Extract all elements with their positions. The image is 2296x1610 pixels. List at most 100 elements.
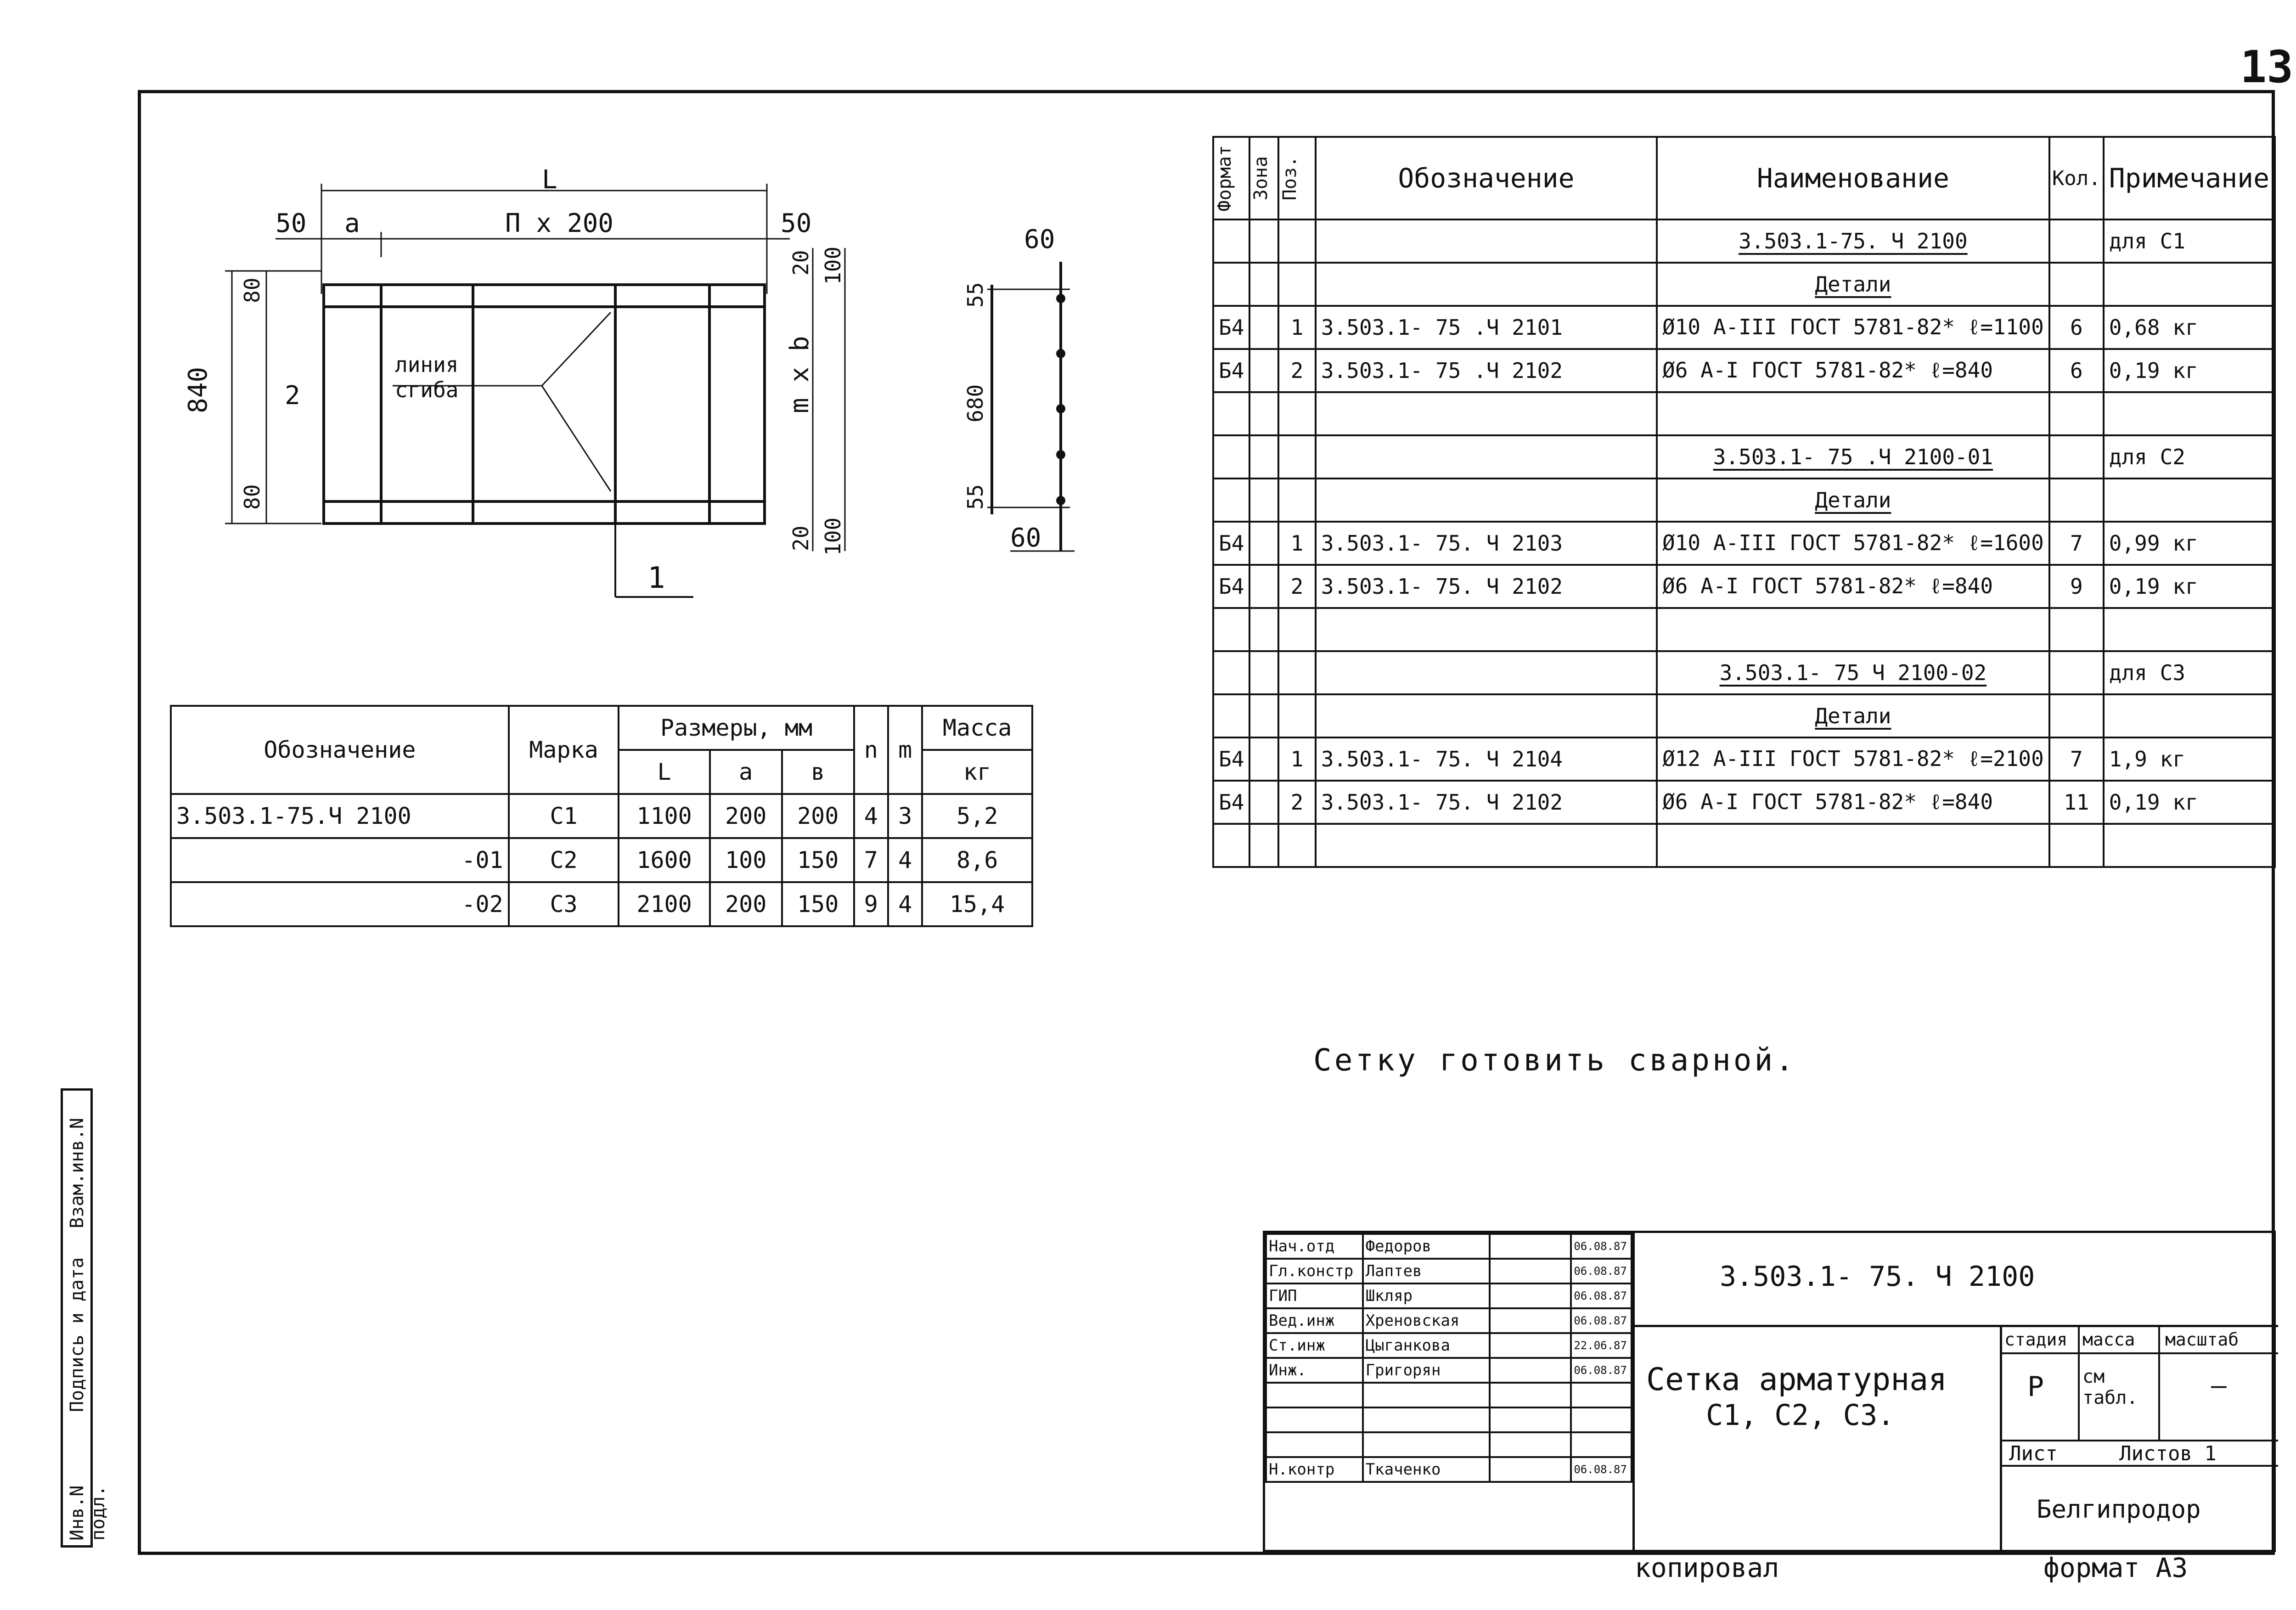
spec-note: 0,19 кг — [2102, 780, 2276, 825]
sig-sign — [1489, 1332, 1572, 1359]
spec-note — [2102, 823, 2276, 868]
sig-sign — [1489, 1357, 1572, 1384]
spec-designation: 3.503.1- 75 .Ч 2101 — [1314, 305, 1658, 350]
dim-mxb: m x b — [785, 336, 815, 413]
spec-pos: 2 — [1277, 348, 1317, 393]
spec-name: Детали — [1656, 693, 2050, 738]
spec-pos — [1277, 391, 1317, 436]
spec-designation — [1314, 650, 1658, 695]
spec-name: 3.503.1-75. Ч 2100 — [1656, 219, 2050, 264]
spec-name — [1656, 823, 2050, 868]
bend-label-2: сгиба — [395, 377, 458, 402]
table-row: Детали — [1212, 693, 2276, 738]
spec-qty: 9 — [2048, 564, 2105, 609]
sheet-label: Лист — [2009, 1442, 2058, 1465]
spec-qty: 11 — [2048, 780, 2105, 825]
mass-header: масса — [2082, 1329, 2135, 1350]
spec-pos: 2 — [1277, 564, 1317, 609]
dim-80-top: 80 — [240, 278, 264, 303]
spec-pos — [1277, 434, 1317, 479]
spec-designation — [1314, 478, 1658, 523]
sig-role — [1265, 1431, 1364, 1458]
col-format: Формат — [1214, 145, 1235, 212]
sig-sign — [1489, 1283, 1572, 1309]
spec-zone — [1249, 607, 1280, 652]
col-name: Наименование — [1656, 136, 2050, 220]
sig-sign — [1489, 1307, 1572, 1334]
dim-80-bottom: 80 — [240, 484, 264, 510]
table-row — [1212, 823, 2276, 868]
spec-format — [1212, 650, 1251, 695]
specification-table: Формат Зона Поз. Обозначение Наименовани… — [1212, 136, 2276, 868]
col-mass-unit: кг — [921, 749, 1033, 795]
table-row: -02 С3 2100 200 150 9 4 15,4 — [170, 881, 1033, 927]
organization: Белгипродор — [2037, 1495, 2201, 1524]
sig-role: Н.контр — [1265, 1456, 1364, 1483]
spec-name: 3.503.1- 75 Ч 2100-02 — [1656, 650, 2050, 695]
spec-pos — [1277, 219, 1317, 264]
stage-value: Р — [2027, 1371, 2044, 1403]
spec-qty — [2048, 434, 2105, 479]
spec-qty: 6 — [2048, 348, 2105, 393]
spec-format — [1212, 693, 1251, 738]
spec-qty — [2048, 823, 2105, 868]
spec-pos: 1 — [1277, 305, 1317, 350]
spec-format: Б4 — [1212, 521, 1251, 566]
sig-date — [1570, 1431, 1632, 1458]
side-60-bottom: 60 — [1010, 523, 1041, 553]
sig-sign — [1489, 1456, 1572, 1483]
spec-name: Ø6 А-I ГОСТ 5781-82* ℓ=840 — [1656, 348, 2050, 393]
sig-date: 06.08.87 — [1570, 1357, 1632, 1384]
spec-designation: 3.503.1- 75 .Ч 2102 — [1314, 348, 1658, 393]
spec-qty: 7 — [2048, 521, 2105, 566]
spec-name — [1656, 391, 2050, 436]
spec-pos — [1277, 693, 1317, 738]
spec-format — [1212, 391, 1251, 436]
spec-qty — [2048, 478, 2105, 523]
sig-date: 06.08.87 — [1570, 1456, 1632, 1483]
spec-note: 0,99 кг — [2102, 521, 2276, 566]
spec-designation: 3.503.1- 75. Ч 2102 — [1314, 564, 1658, 609]
table-row — [1212, 607, 2276, 652]
signature-row — [1265, 1407, 1632, 1433]
spec-format — [1212, 607, 1251, 652]
dim-100-bottom: 100 — [821, 518, 845, 556]
spec-zone — [1249, 219, 1280, 264]
sig-name: Цыганкова — [1362, 1332, 1491, 1359]
sig-role: Нач.отд — [1265, 1233, 1364, 1260]
dimensions-table: Обозначение Марка Размеры, мм n m Масса … — [170, 705, 1033, 927]
spec-designation: 3.503.1- 75. Ч 2104 — [1314, 737, 1658, 782]
spec-format: Б4 — [1212, 348, 1251, 393]
spec-note — [2102, 607, 2276, 652]
spec-note: 0,19 кг — [2102, 348, 2276, 393]
dim-100-top: 100 — [821, 247, 845, 285]
side-55-bottom: 55 — [963, 484, 988, 510]
signature-row — [1265, 1382, 1632, 1408]
spec-zone — [1249, 650, 1280, 695]
dim-20-bottom: 20 — [788, 526, 813, 551]
sig-name: Шкляр — [1362, 1283, 1491, 1309]
spec-qty — [2048, 262, 2105, 307]
scale-header: масштаб — [2165, 1329, 2239, 1350]
sig-date — [1570, 1407, 1632, 1433]
spec-designation — [1314, 607, 1658, 652]
spec-format — [1212, 219, 1251, 264]
col-L: L — [618, 749, 711, 795]
spec-note: 0,68 кг — [2102, 305, 2276, 350]
spec-format — [1212, 434, 1251, 479]
dim-a: a — [344, 208, 360, 238]
sig-name — [1362, 1431, 1491, 1458]
spec-pos: 2 — [1277, 780, 1317, 825]
spec-pos — [1277, 823, 1317, 868]
table-row: Детали — [1212, 262, 2276, 307]
spec-name: 3.503.1- 75 .Ч 2100-01 — [1656, 434, 2050, 479]
